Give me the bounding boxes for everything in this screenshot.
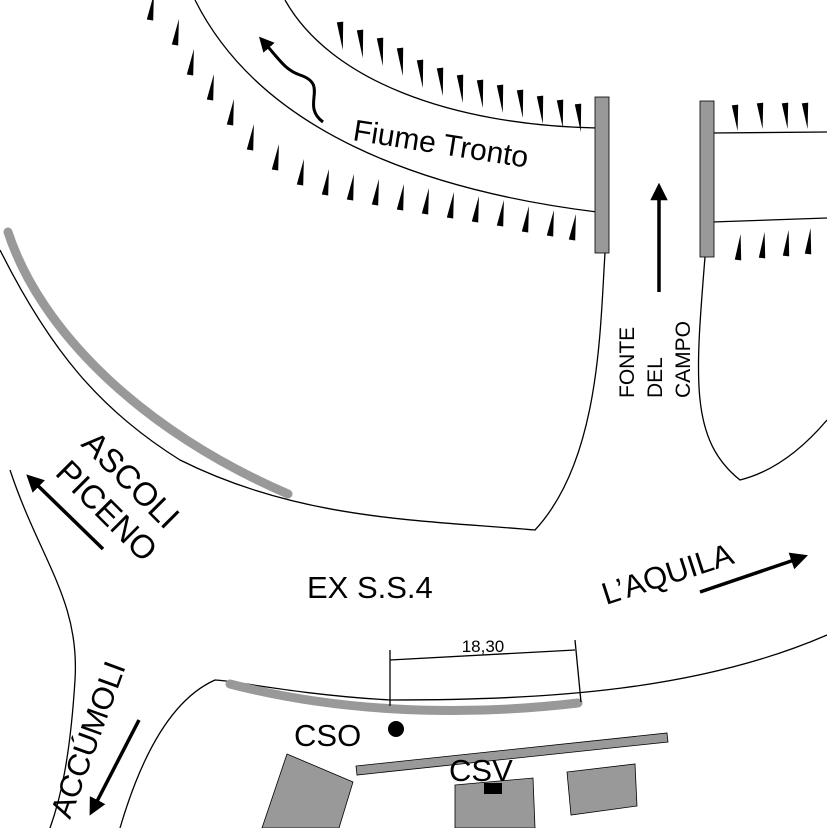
ex-ss4-south-edge [119, 634, 827, 828]
grass-tuft [436, 67, 444, 96]
river-label: Fiume Tronto [351, 114, 531, 174]
grass-tuft [804, 228, 812, 255]
cso-label: CSO [294, 718, 361, 753]
fonte-road-east-edge [697, 256, 827, 481]
ascoli-piceno-label: ASCOLI PICENO [49, 424, 187, 569]
east-arrow-icon [699, 552, 808, 594]
grass-tuft [321, 169, 329, 196]
dimension-label: 18,30 [462, 637, 505, 656]
grass-tuft [496, 200, 504, 227]
river-east-south-bank [711, 217, 827, 223]
river-east-north-bank [711, 131, 827, 134]
csv-boundary-wall [355, 732, 669, 776]
river-south-bank [194, 0, 598, 213]
building-east [566, 763, 638, 816]
grass-tuft [186, 49, 194, 76]
grass-tuft [396, 47, 404, 76]
river-banks [194, 0, 827, 223]
grass-tuft [396, 184, 404, 211]
bridge-east-abutment [699, 100, 715, 258]
accumoli-label: ACCÚMOLI [44, 657, 133, 823]
dimension-measure: 18,30 [389, 637, 582, 706]
river-north-bank [284, 0, 598, 129]
grass-tuft [496, 84, 504, 113]
grass-tuft [756, 102, 764, 129]
grass-tuft [446, 192, 454, 219]
grass-tuft [536, 95, 544, 124]
fonte-label-line-3: CAMPO [672, 321, 695, 398]
fonte-del-campo-label: FONTE DEL CAMPO [616, 321, 695, 398]
grass-tuft [516, 89, 524, 118]
grass-tuft [346, 174, 354, 201]
grass-tuft [356, 29, 364, 58]
fonte-road-west-edge [0, 249, 606, 531]
grass-tuft [246, 124, 254, 151]
grass-tuft [556, 99, 564, 128]
cso-station-marker [388, 721, 404, 737]
grass-tuft [371, 179, 379, 206]
river-flow-arrow-icon [258, 36, 324, 124]
riverbank-vegetation [146, 0, 812, 261]
grass-tuft [781, 102, 789, 129]
dimension-tick-right [574, 639, 582, 703]
grass-tuft [734, 234, 742, 261]
grass-tuft [336, 21, 344, 50]
grass-tuft [376, 37, 384, 66]
grass-tuft [296, 159, 304, 186]
grass-tuft [271, 144, 279, 171]
fonte-label-line-2: DEL [644, 357, 667, 398]
fonte-label-line-1: FONTE [616, 327, 639, 398]
south-arrow-icon [89, 719, 141, 816]
aquila-label: L’AQUILA [597, 536, 738, 611]
grass-tuft [731, 104, 739, 131]
grass-tuft [416, 59, 424, 88]
grass-tuft [476, 79, 484, 108]
grass-tuft [568, 214, 576, 241]
accumoli-road-west-edge [9, 469, 77, 828]
csv-station-marker [484, 783, 502, 794]
building-center [454, 777, 536, 828]
grass-tuft [758, 232, 766, 259]
grass-tuft [421, 188, 429, 215]
grass-tuft [801, 102, 809, 129]
south-retaining-wall [225, 679, 583, 715]
grass-tuft [574, 103, 582, 132]
road-name-label: EX S.S.4 [307, 570, 433, 605]
building-west [261, 753, 354, 828]
grass-tuft [206, 74, 214, 101]
grass-tuft [171, 19, 179, 46]
grass-tuft [456, 74, 464, 103]
grass-tuft [546, 210, 554, 237]
grass-tuft [521, 206, 529, 233]
west-arrow-icon [26, 474, 105, 551]
west-retaining-wall [3, 227, 293, 499]
grass-tuft [782, 230, 790, 257]
grass-tuft [146, 0, 154, 21]
grass-tuft [226, 99, 234, 126]
grass-tuft [471, 196, 479, 223]
bridge-west-abutment [594, 96, 610, 254]
dimension-line [389, 649, 576, 661]
roads [0, 249, 827, 828]
csv-label: CSV [449, 753, 513, 788]
